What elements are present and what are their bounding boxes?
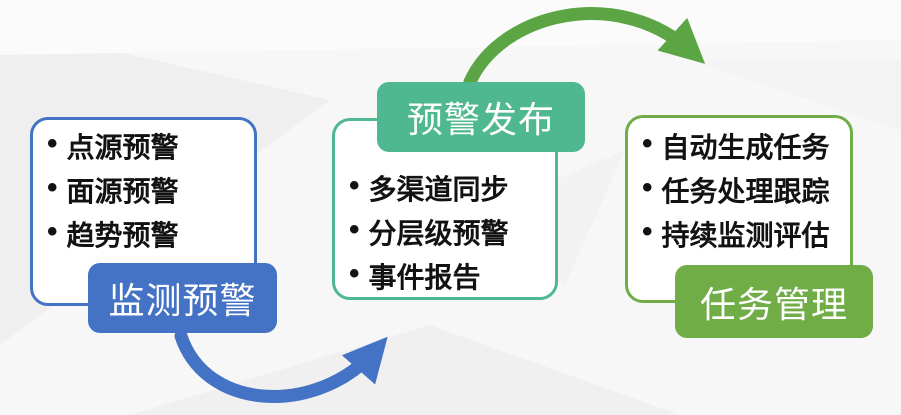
list-item: • 点源预警 <box>47 124 254 168</box>
list-item: • 趋势预警 <box>47 212 254 256</box>
task-management-label: 任务管理 <box>675 265 873 338</box>
bullet-icon: • <box>642 127 653 160</box>
list-item-text: 持续监测评估 <box>661 220 830 251</box>
monitoring-warning-label: 监测预警 <box>88 263 277 333</box>
bullet-icon: • <box>47 127 58 160</box>
list-item: • 面源预警 <box>47 168 254 212</box>
bullet-icon: • <box>642 171 653 204</box>
bullet-icon: • <box>349 169 360 202</box>
warning-release-list: • 多渠道同步 • 分层级预警 • 事件报告 <box>335 166 555 298</box>
list-item-text: 多渠道同步 <box>368 174 509 205</box>
list-item-text: 事件报告 <box>368 262 481 293</box>
list-item-text: 自动生成任务 <box>661 132 830 163</box>
list-item: • 分层级预警 <box>349 210 555 254</box>
list-item-text: 任务处理跟踪 <box>661 176 830 207</box>
list-item: • 任务处理跟踪 <box>642 168 850 212</box>
task-management-list: • 自动生成任务 • 任务处理跟踪 • 持续监测评估 <box>628 124 850 256</box>
list-item: • 事件报告 <box>349 254 555 298</box>
bullet-icon: • <box>642 215 653 248</box>
list-item: • 多渠道同步 <box>349 166 555 210</box>
list-item: • 持续监测评估 <box>642 212 850 256</box>
bullet-icon: • <box>349 213 360 246</box>
list-item-text: 点源预警 <box>66 132 179 163</box>
list-item-text: 面源预警 <box>66 176 179 207</box>
list-item: • 自动生成任务 <box>642 124 850 168</box>
bullet-icon: • <box>47 215 58 248</box>
monitoring-warning-list: • 点源预警 • 面源预警 • 趋势预警 <box>33 124 254 256</box>
bullet-icon: • <box>349 257 360 290</box>
list-item-text: 趋势预警 <box>66 220 179 251</box>
bullet-icon: • <box>47 171 58 204</box>
list-item-text: 分层级预警 <box>368 218 509 249</box>
warning-release-label: 预警发布 <box>377 82 585 152</box>
